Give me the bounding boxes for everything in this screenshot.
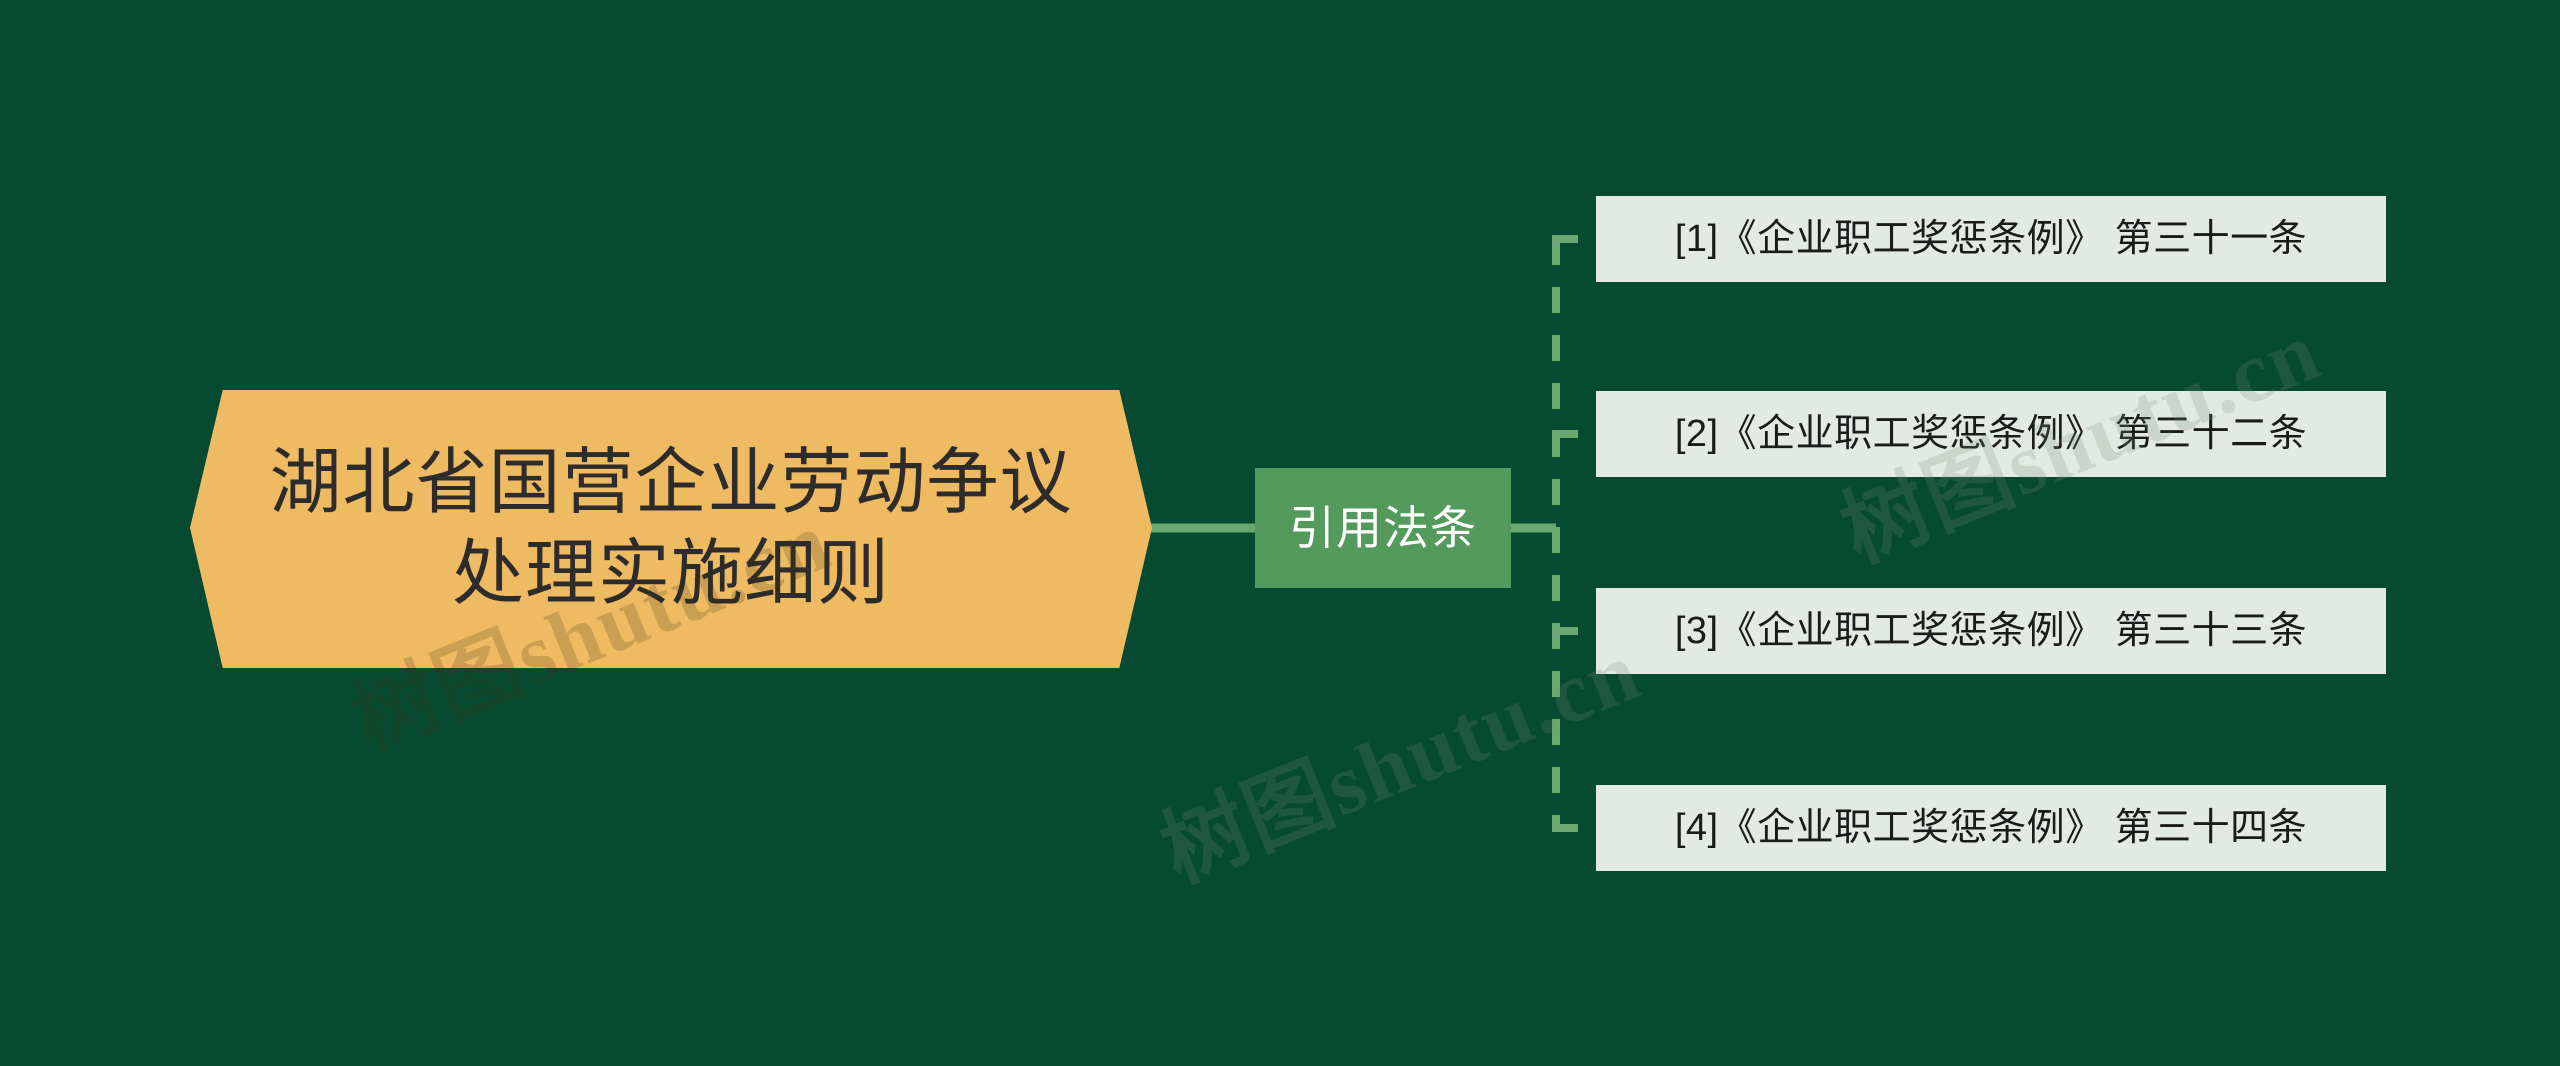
root-node-hexagon-shape: [190, 389, 1152, 669]
leaf-node-label: [2]《企业职工奖惩条例》 第三十二条: [1674, 413, 2308, 455]
leaf-node[interactable]: [2]《企业职工奖惩条例》 第三十二条: [1596, 391, 2386, 477]
branch-node-label: 引用法条: [1289, 502, 1477, 554]
leaf-node[interactable]: [3]《企业职工奖惩条例》 第三十三条: [1596, 588, 2386, 674]
root-node-label-line2: 处理实施细则: [451, 534, 890, 614]
leaf-node-label: [1]《企业职工奖惩条例》 第三十一条: [1674, 218, 2308, 260]
leaf-node-label: [3]《企业职工奖惩条例》 第三十三条: [1674, 610, 2308, 652]
branch-node-citations[interactable]: 引用法条: [1255, 468, 1511, 588]
leaf-node[interactable]: [4]《企业职工奖惩条例》 第三十四条: [1596, 785, 2386, 871]
root-node-label-line1: 湖北省国营企业劳动争议: [269, 443, 1073, 524]
leaf-node[interactable]: [1]《企业职工奖惩条例》 第三十一条: [1596, 196, 2386, 282]
root-node-label: 湖北省国营企业劳动争议 处理实施细则: [190, 388, 1152, 670]
leaf-node-label: [4]《企业职工奖惩条例》 第三十四条: [1674, 807, 2308, 849]
root-node[interactable]: 湖北省国营企业劳动争议 处理实施细则: [190, 388, 1152, 670]
